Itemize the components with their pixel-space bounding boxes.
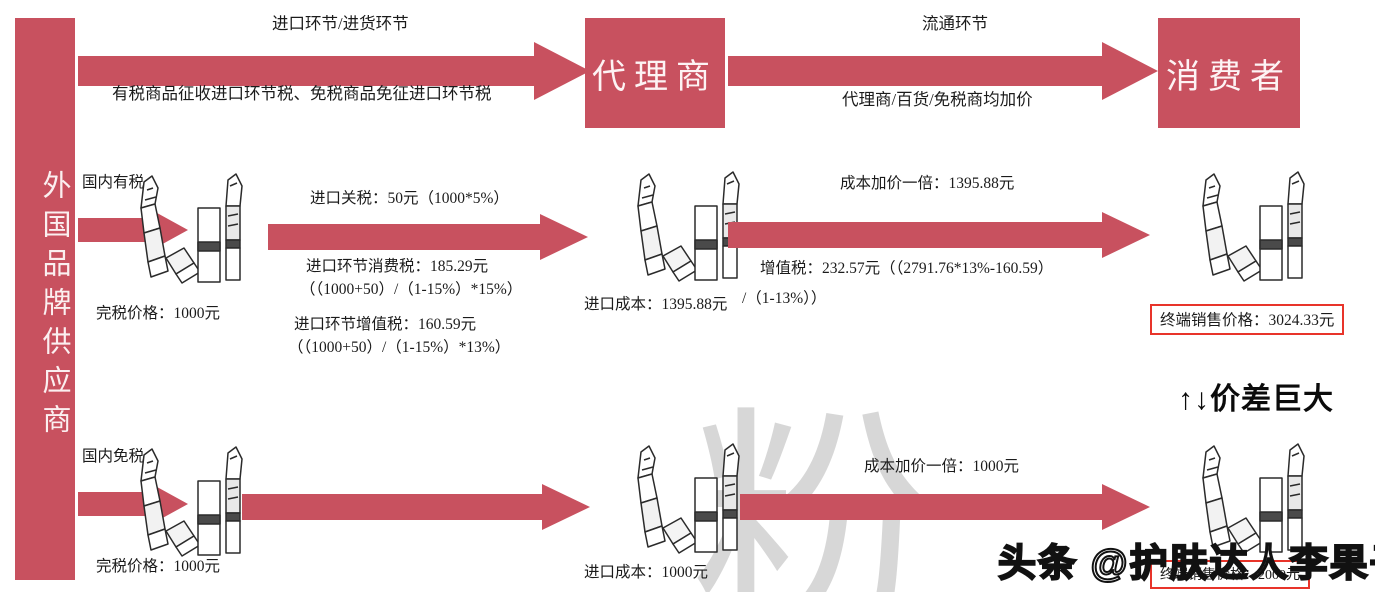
label-taxed-vat-line1: 增值税：232.57元（（2791.76*13%-160.59） <box>760 260 1054 277</box>
label-dutyfree-duty-paid-price: 完税价格：1000元 <box>96 558 221 575</box>
label-import-vat-line1: 进口环节增值税：160.59元 <box>294 316 477 333</box>
label-taxed-duty-paid-price: 完税价格：1000元 <box>96 305 221 322</box>
lipstick-illustration-dutyfree-origin <box>108 443 248 569</box>
lipstick-illustration-dutyfree-imported <box>605 440 745 566</box>
dutyfree-final-price-box: 终端销售价格：2000元 <box>1150 560 1310 589</box>
price-gap-annotation: ↑↓价差巨大 <box>1178 383 1334 416</box>
agent-box-label: 代理商 <box>592 58 718 96</box>
label-taxed-markup: 成本加价一倍：1395.88元 <box>840 175 1015 192</box>
supplier-label: 外国品牌供应商 <box>38 170 70 443</box>
consumer-box-label: 消费者 <box>1166 58 1292 96</box>
lipstick-illustration-taxed-retail <box>1170 168 1310 294</box>
lipstick-illustration-dutyfree-retail <box>1170 440 1310 566</box>
label-import-stage-note: 有税商品征收进口环节税、免税商品免征进口环节税 <box>112 84 492 103</box>
label-taxed-channel: 国内有税 <box>82 174 145 191</box>
lipstick-illustration-taxed-origin <box>108 170 248 296</box>
taxed-final-price-box: 终端销售价格：3024.33元 <box>1150 304 1345 335</box>
label-import-vat-line2: （（1000+50）/（1-15%）*13%） <box>288 339 511 356</box>
label-distribution-stage-note: 代理商/百货/免税商均加价 <box>842 90 1033 109</box>
label-dutyfree-markup: 成本加价一倍：1000元 <box>864 458 1020 475</box>
label-import-consumption-tax-line2: （（1000+50）/（1-15%）*15%） <box>300 281 523 298</box>
consumer-box: 消费者 <box>1158 18 1300 128</box>
label-import-tariff: 进口关税：50元（1000*5%） <box>310 190 509 207</box>
label-taxed-vat-line2: /（1-13%）） <box>742 290 827 307</box>
label-taxed-import-cost: 进口成本：1395.88元 <box>584 296 728 313</box>
agent-box: 代理商 <box>585 18 725 128</box>
label-import-stage-title: 进口环节/进货环节 <box>272 14 409 33</box>
label-distribution-stage-title: 流通环节 <box>922 14 988 33</box>
label-dutyfree-import-cost: 进口成本：1000元 <box>584 564 709 581</box>
label-import-consumption-tax-line1: 进口环节消费税：185.29元 <box>306 258 489 275</box>
label-dutyfree-channel: 国内免税 <box>82 448 145 465</box>
lipstick-illustration-taxed-imported <box>605 168 745 294</box>
supplier-bar: 外国品牌供应商 <box>15 18 75 580</box>
